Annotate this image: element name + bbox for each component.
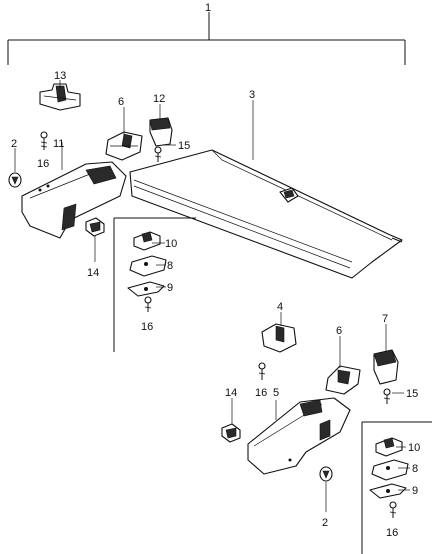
side-panel-part-11 (21, 161, 127, 239)
bracket-part-6-right (325, 365, 361, 395)
callout-6-top: 6 (118, 96, 124, 108)
callout-15-top: 15 (178, 140, 190, 152)
inset-frame-left (113, 217, 196, 352)
clip-part-10-right (375, 437, 403, 457)
bolt-part-14-right (221, 423, 241, 443)
screw-part-16-left (40, 131, 48, 150)
inset-frame-right (361, 421, 432, 554)
clip-part-13 (39, 83, 81, 111)
screw-part-15-top (154, 146, 162, 162)
callout-16-bottom: 16 (386, 527, 398, 539)
callout-8-right: 8 (412, 463, 418, 475)
callout-14-right: 14 (225, 387, 237, 399)
plate-part-8-right (371, 459, 409, 481)
rear-shelf-part-3 (129, 149, 403, 279)
cap-part-12 (149, 117, 173, 147)
callout-labels: 1 13 6 12 3 2 11 16 15 10 8 9 16 14 4 6 … (11, 2, 420, 539)
callout-16-left: 16 (37, 158, 49, 170)
callout-10-right: 10 (408, 442, 420, 454)
callout-8-left: 8 (167, 260, 173, 272)
callout-6-right: 6 (336, 325, 342, 337)
callout-9-left: 9 (167, 282, 173, 294)
spring-part-9-left (127, 281, 165, 297)
screw-part-16-right (258, 362, 266, 380)
screw-part-15-right (383, 388, 391, 404)
callout-9-right: 9 (412, 485, 418, 497)
plate-part-8-left (129, 255, 167, 277)
side-panel-part-5 (247, 397, 351, 475)
grommet-part-2-bottom (319, 466, 333, 482)
cap-part-7 (373, 349, 399, 385)
spring-part-9-right (369, 483, 407, 499)
callout-11: 11 (53, 138, 64, 150)
assembly-bracket (7, 12, 406, 65)
leader-lines (14, 80, 410, 512)
clip-part-10-left (133, 231, 161, 251)
screw-part-16-bottom (389, 501, 397, 518)
callout-5: 5 (273, 387, 279, 399)
clip-part-4 (261, 323, 297, 353)
callout-12: 12 (153, 93, 165, 105)
callout-10-left: 10 (165, 238, 177, 250)
callout-3: 3 (249, 89, 255, 101)
bolt-part-14-left (85, 217, 105, 237)
callout-7: 7 (382, 313, 388, 325)
grommet-part-2-left (8, 172, 22, 188)
callout-16-right: 16 (255, 387, 267, 399)
callout-15-right: 15 (406, 388, 418, 400)
bracket-part-6-top (105, 131, 143, 161)
callout-1: 1 (205, 2, 211, 14)
screw-part-16-mid (144, 296, 152, 312)
callout-13: 13 (54, 70, 66, 82)
callout-4: 4 (277, 301, 283, 313)
callout-2-bottom: 2 (322, 517, 328, 529)
callout-2-left: 2 (11, 138, 17, 150)
callout-16-mid: 16 (141, 321, 153, 333)
callout-14-left: 14 (87, 267, 99, 279)
